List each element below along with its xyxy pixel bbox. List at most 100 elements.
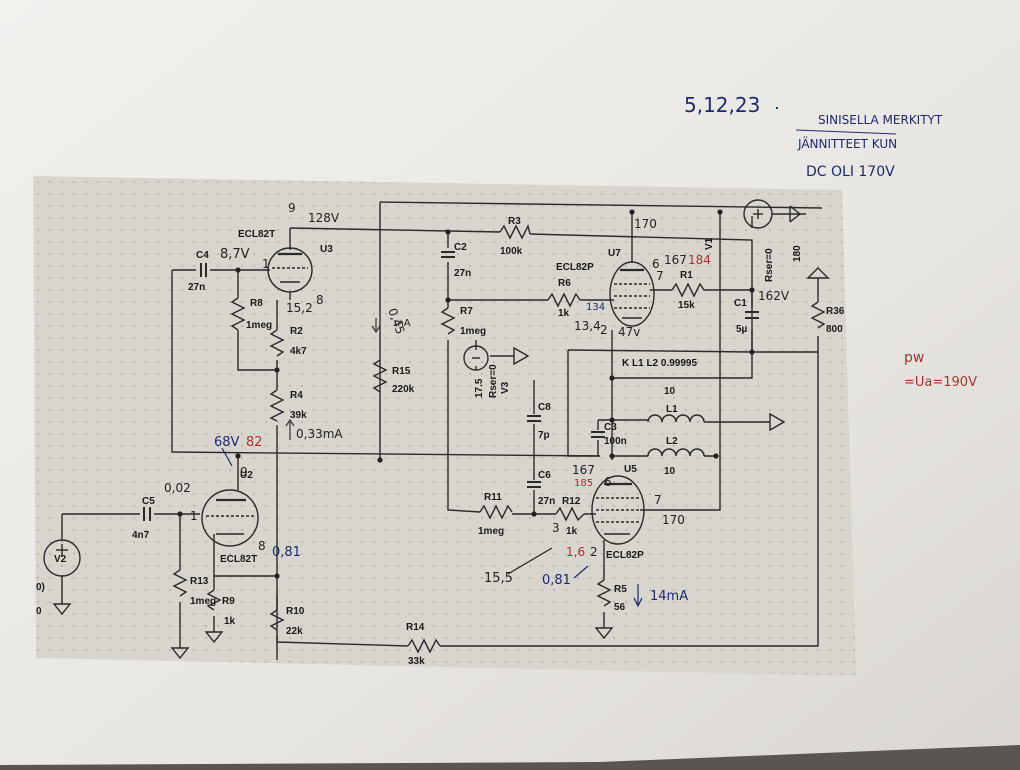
r8-label: R8 xyxy=(250,298,263,309)
r13-label: R13 xyxy=(190,576,209,587)
hw-arrow-r4 xyxy=(285,418,295,440)
r5-zigzag xyxy=(596,579,612,607)
source-v3 xyxy=(463,345,489,371)
c2-value: 27n xyxy=(454,268,471,279)
hw-u2-plate-v-red: 82 xyxy=(246,435,263,450)
hw-u7-pin6: 6 xyxy=(652,257,660,271)
r15-value: 220k xyxy=(392,384,415,395)
r10-value: 22k xyxy=(286,626,303,637)
v3-label: V3 xyxy=(500,381,511,394)
c1-label: C1 xyxy=(734,298,747,309)
r10-zigzag xyxy=(269,609,285,631)
r7-label: R7 xyxy=(460,306,473,317)
l2-label: L2 xyxy=(666,436,678,447)
l2-coil xyxy=(647,448,705,457)
left-edge-bottom: 0 xyxy=(36,606,42,617)
hw-u3-plate-v: 128V xyxy=(308,211,340,225)
v3-rser: Rser=0 xyxy=(488,364,499,398)
r11-value: 1meg xyxy=(478,526,504,537)
r13-value: 1meg xyxy=(190,596,216,607)
u7-type-label: ECL82P xyxy=(556,262,594,273)
hw-u5-cath-pin: 2 xyxy=(590,545,598,559)
hw-u5-plate-v: 167 xyxy=(572,463,595,477)
r10-label: R10 xyxy=(286,606,305,617)
ground-r5 xyxy=(594,627,614,640)
ground-r13 xyxy=(170,647,190,660)
hw-u5-grid-pin: 3 xyxy=(552,521,560,535)
l1-value: 10 xyxy=(664,386,676,397)
r9-zigzag xyxy=(206,589,222,611)
c8-label: C8 xyxy=(538,402,551,413)
hw-r4-current: 0,33mA xyxy=(296,427,343,441)
hw-u3-pin9: 9 xyxy=(288,201,296,215)
u3-type-label: ECL82T xyxy=(238,229,275,240)
hw-u5-cath-v: 0,81 xyxy=(542,573,571,588)
hw-arrow-u5 xyxy=(573,565,589,579)
hw-u3-cath-pin: 8 xyxy=(316,293,324,307)
u2-type-label: ECL82T xyxy=(220,554,257,565)
hw-u5-cath-v-red: 1,6 xyxy=(566,545,585,559)
r9-value: 1k xyxy=(224,616,236,627)
r3-value: 100k xyxy=(500,246,523,257)
r36-zigzag xyxy=(810,301,826,329)
ground-v1 xyxy=(789,205,806,223)
hw-u2-cath-pin: 8 xyxy=(258,539,266,553)
hw-underline-note xyxy=(795,129,897,135)
r13-zigzag xyxy=(172,569,188,597)
ground-symbols xyxy=(52,205,830,660)
c3-label: C3 xyxy=(604,422,617,433)
hw-arrow-r12 xyxy=(507,547,553,575)
hw-u7-grid-v: 134 xyxy=(586,302,605,313)
l1-label: L1 xyxy=(666,404,678,415)
r1-value: 15k xyxy=(678,300,695,311)
hw-u5-bplus: 170 xyxy=(662,513,685,527)
r6-zigzag xyxy=(547,292,581,308)
r14-value: 33k xyxy=(408,656,425,667)
schematic-dot-grid xyxy=(33,176,856,676)
hw-u7-plate-v: 167 xyxy=(664,253,687,267)
handwritten-notes: 5,12,23 SINISELLA MERKITYT JÄNNITTEET KU… xyxy=(164,93,977,608)
hw-arrow-r5 xyxy=(633,584,643,608)
hw-arrow-r15 xyxy=(371,318,381,334)
hw-u7-bplus: 170 xyxy=(634,217,657,231)
r12-zigzag xyxy=(555,506,585,522)
wires xyxy=(61,201,823,660)
hw-u7-pin7: 7 xyxy=(656,269,664,283)
r9-label: R9 xyxy=(222,596,235,607)
source-v2 xyxy=(43,539,81,577)
ground-l1 xyxy=(769,412,786,432)
c6-value: 27n xyxy=(538,496,555,507)
r8-zigzag xyxy=(230,297,246,331)
hw-u7-cath-v: 47v xyxy=(618,325,640,339)
r36-label: R36 xyxy=(826,306,845,317)
hw-note-line2: JÄNNITTEET KUN xyxy=(797,136,897,151)
r15-label: R15 xyxy=(392,366,411,377)
r2-value: 4k7 xyxy=(290,346,307,357)
hw-u5-plate-v-red: 185 xyxy=(574,478,593,489)
r2-label: R2 xyxy=(290,326,303,337)
r14-zigzag xyxy=(407,638,441,654)
r4-label: R4 xyxy=(290,390,303,401)
r12-value: 1k xyxy=(566,526,578,537)
hw-u3-grid-v: 8,7V xyxy=(220,247,250,262)
v1-label: V1 xyxy=(704,237,715,250)
v3-value: 17.5 xyxy=(474,378,485,398)
r12-label: R12 xyxy=(562,496,581,507)
v1-value: 180 xyxy=(792,245,803,262)
c6-label: C6 xyxy=(538,470,551,481)
c3-value: 100n xyxy=(604,436,627,447)
r2-zigzag xyxy=(269,329,285,357)
hw-u5-pin6: 6 xyxy=(604,475,612,489)
u5-type-label: ECL82P xyxy=(606,550,644,561)
ground-v2 xyxy=(52,603,72,616)
u5-label: U5 xyxy=(624,464,637,475)
c4-value: 27n xyxy=(188,282,205,293)
c4-label: C4 xyxy=(196,250,209,261)
r36-value: 800 xyxy=(826,324,843,335)
capacitors xyxy=(143,251,759,521)
hw-u2-plate-pin: 9 xyxy=(240,465,248,479)
supply-r36 xyxy=(806,267,830,279)
hw-c1-v: 162V xyxy=(758,289,790,303)
r3-label: R3 xyxy=(508,216,521,227)
